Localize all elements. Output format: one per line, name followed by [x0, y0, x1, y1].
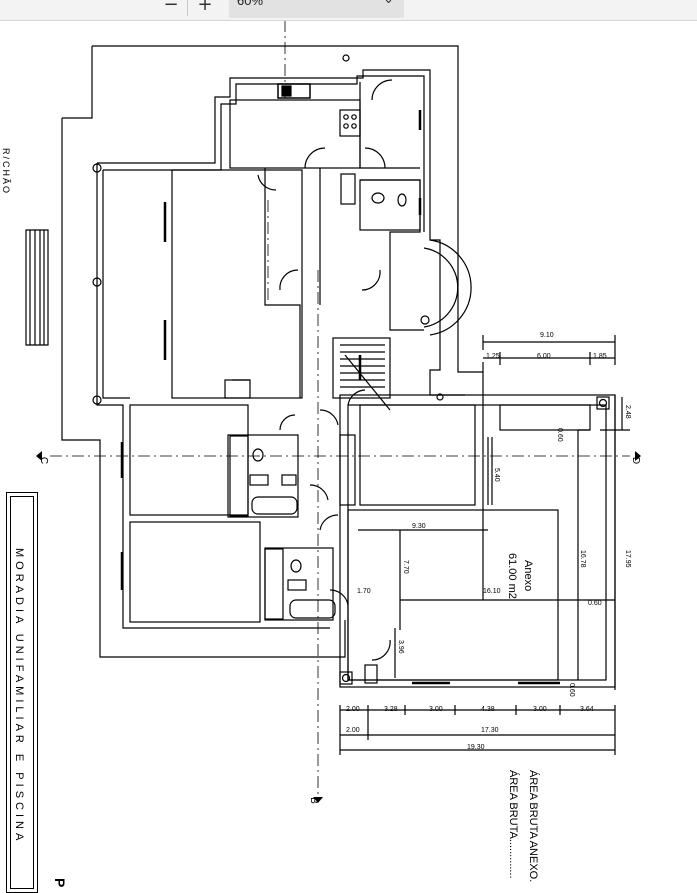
wc-upper — [359, 179, 421, 231]
dim-9-10: 9.10 — [540, 332, 554, 339]
toolbar-divider — [187, 0, 188, 16]
annex-inner — [347, 404, 607, 681]
bathroom-1 — [227, 434, 299, 518]
dim-2-00-b: 2.00 — [346, 727, 360, 734]
dim-3-00-b: 3.00 — [533, 706, 547, 713]
dim-3-00-a: 3.00 — [429, 706, 443, 713]
section-mark-b: B — [307, 797, 319, 804]
zoom-level-select[interactable]: 60% ⌄ — [229, 0, 404, 18]
dim-16-10: 16.10 — [483, 588, 501, 595]
annex-name: Anexo — [522, 560, 534, 592]
dim-7-70: 7.70 — [402, 560, 409, 574]
dim-2-00-a: 2.00 — [346, 706, 360, 713]
plus-icon: + — [197, 0, 213, 15]
dim-1-70: 1.70 — [357, 588, 371, 595]
dim-3-64: 3.64 — [580, 706, 594, 713]
project-title: MORADIA UNIFAMILIAR E PISCINA — [13, 548, 25, 845]
area-bruta-label: ÁREA BRUTA............. — [507, 770, 519, 879]
living-room — [171, 169, 303, 399]
dim-4-38: 4.38 — [481, 706, 495, 713]
apse-inner — [423, 247, 459, 328]
bedroom-2 — [129, 521, 261, 623]
dim-19-30: 19.30 — [467, 744, 485, 751]
pool-block — [499, 404, 591, 431]
dim-5-40: 5.40 — [493, 468, 500, 482]
dim-17-30: 17.30 — [481, 727, 499, 734]
dim-0-60-a: 0.60 — [556, 428, 563, 442]
dim-9-30: 9.30 — [412, 523, 426, 530]
dim-6-00: 6.00 — [537, 353, 551, 360]
section-arrow-d — [635, 451, 641, 461]
bathroom-2 — [264, 547, 334, 621]
zoom-in-button[interactable]: + — [194, 0, 216, 18]
zoom-level-value: 60% — [237, 0, 264, 8]
dim-0-60-c: 0.60 — [568, 683, 575, 697]
section-arrow-b — [313, 797, 323, 803]
dim-17-95: 17.95 — [624, 550, 631, 568]
dim-3-96: 3.96 — [397, 640, 404, 654]
dim-1-85: 1.85 — [593, 353, 607, 360]
dim-1-25: 1.25 — [486, 353, 500, 360]
zoom-out-button[interactable]: − — [160, 0, 182, 18]
section-mark-d: D — [630, 456, 642, 465]
section-arrow-c — [36, 451, 42, 461]
terrace-outline — [61, 45, 483, 658]
annex-room — [347, 509, 559, 681]
dim-2-48: 2.48 — [624, 405, 631, 419]
house-inner-wall — [102, 75, 425, 399]
floor-label: R/CHÃO — [1, 148, 11, 196]
entry-steps — [25, 229, 49, 346]
annex-outer — [339, 394, 616, 688]
apse-wall — [429, 239, 472, 336]
house-outer-wall — [96, 69, 465, 629]
minus-icon: − — [163, 0, 179, 15]
bedroom-3 — [359, 404, 476, 506]
area-anexo-label: ÁREA BRUTA ANEXO. — [527, 770, 539, 883]
dim-0-60-b: 0.60 — [588, 600, 602, 607]
annex-area: 61.00 m2 — [506, 553, 518, 599]
viewer-toolbar: − + 60% ⌄ — [0, 0, 697, 21]
section-mark-c: C — [38, 456, 50, 465]
chevron-down-icon: ⌄ — [383, 0, 394, 7]
dim-3-28: 3.28 — [384, 706, 398, 713]
sheet-letter: P — [52, 878, 68, 888]
staircase — [332, 337, 391, 399]
dim-16-78: 16.78 — [579, 550, 586, 568]
